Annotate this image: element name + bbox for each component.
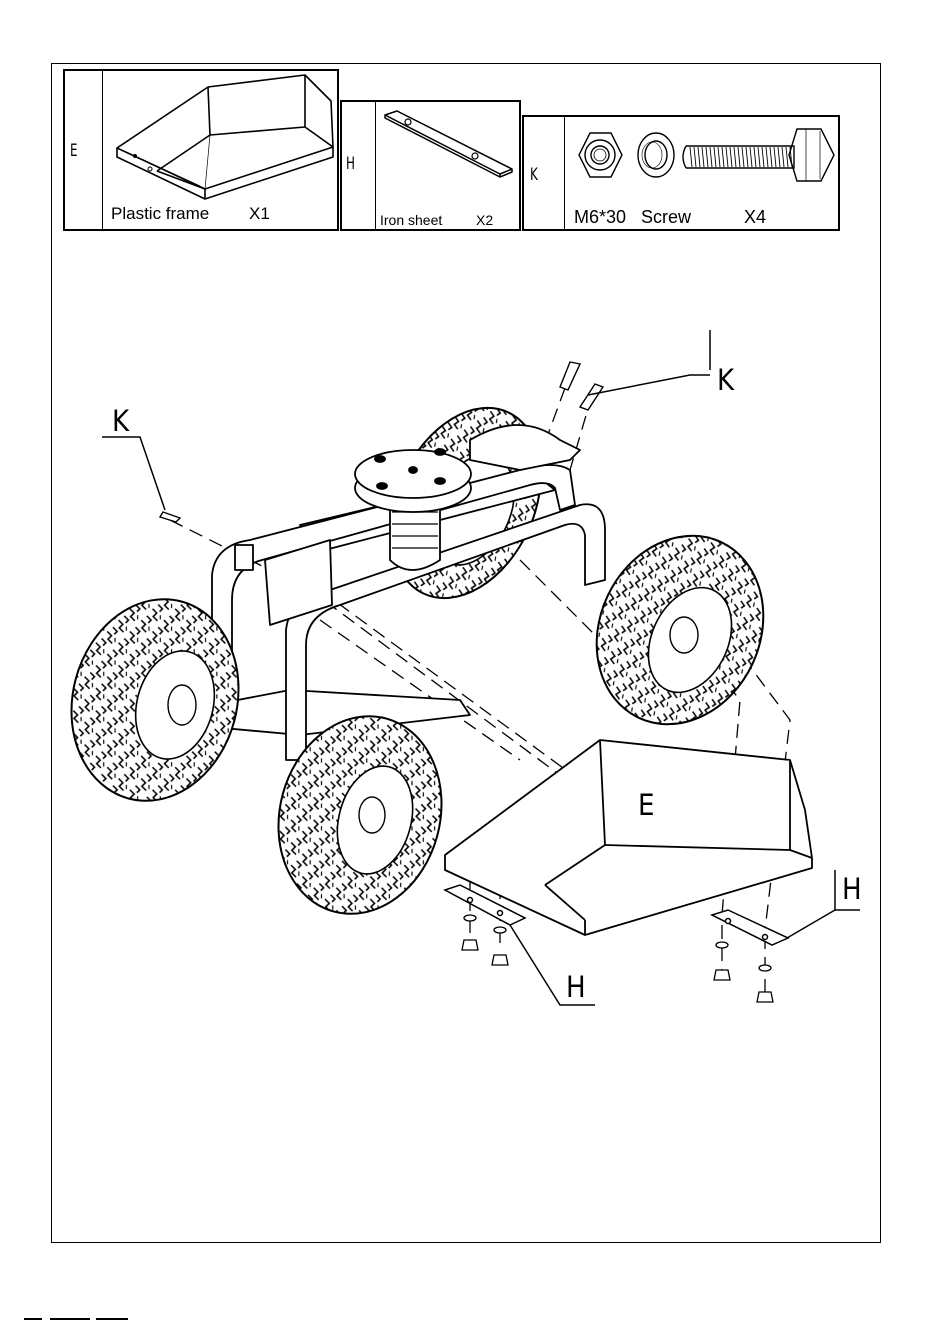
footer-mark [50,1318,90,1320]
footer-mark [24,1318,42,1320]
callout-e: E [638,788,654,822]
callout-k-top: K [717,363,734,397]
callout-h-bottom: H [566,970,586,1004]
callout-k-left: K [112,404,129,438]
callout-h-right: H [842,872,862,906]
nuts-and-washers [462,915,773,1002]
footer-mark [96,1318,128,1320]
